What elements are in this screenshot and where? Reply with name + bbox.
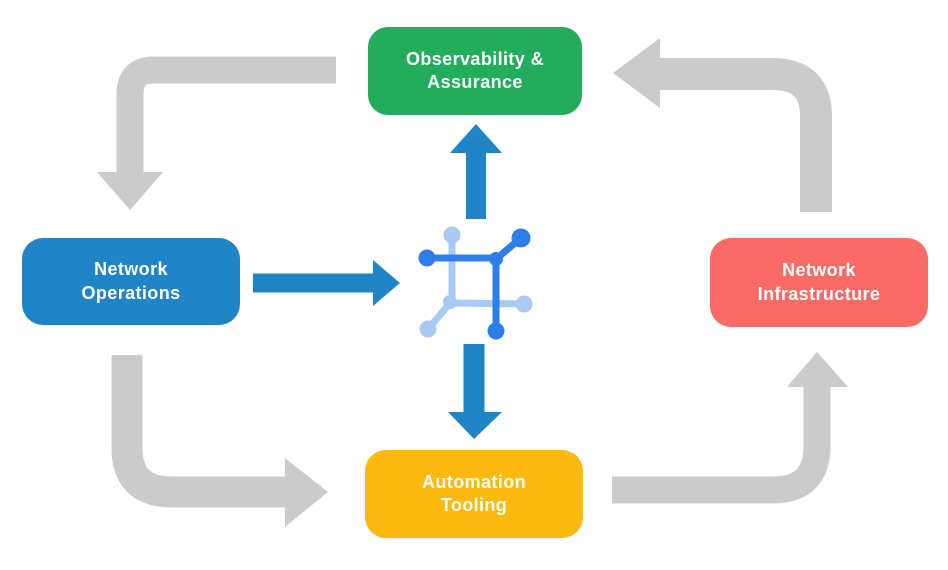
network-mesh-icon — [418, 226, 533, 340]
node-automation-tooling: Automation Tooling — [365, 450, 583, 538]
node-label-line: Observability & — [405, 48, 545, 69]
node-label-line: Tooling — [440, 495, 508, 515]
node-label-line: Network — [782, 260, 856, 281]
arrow-observability-to-operations — [97, 56, 336, 210]
arrow-center-to-automation — [448, 344, 502, 439]
node-network-infrastructure: Network Infrastructure — [710, 238, 928, 327]
arrow-center-to-observability — [450, 124, 502, 219]
node-label-line: Assurance — [427, 72, 523, 92]
arrow-infrastructure-to-observability — [613, 38, 832, 212]
node-network-operations: Network Operations — [22, 238, 240, 325]
node-observability-assurance: Observability & Assurance — [368, 27, 582, 115]
arrow-operations-to-automation — [111, 355, 328, 527]
arrow-automation-to-infrastructure — [612, 352, 848, 504]
arrow-operations-to-center — [253, 260, 400, 306]
node-label-line: Infrastructure — [757, 283, 881, 304]
node-label-line: Automation — [422, 471, 526, 492]
node-label-line: Network — [94, 259, 168, 280]
node-label-line: Operations — [81, 282, 181, 303]
